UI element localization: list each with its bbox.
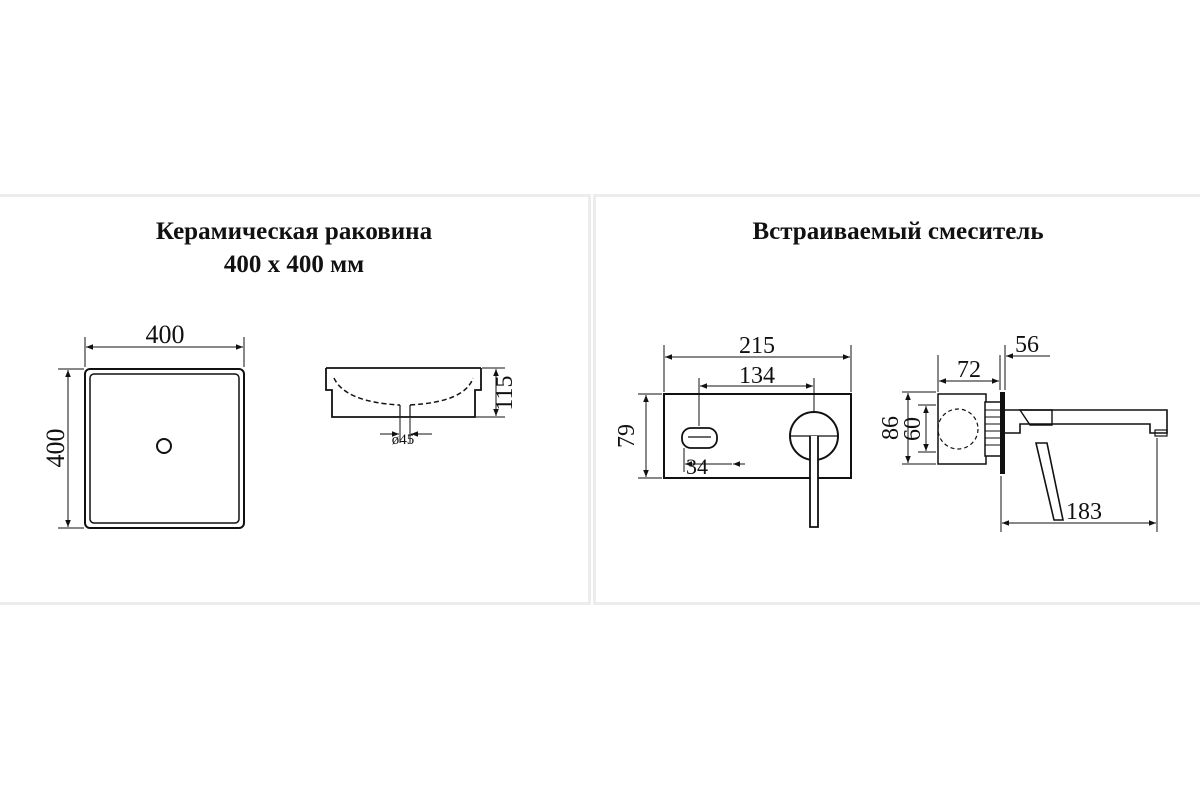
mixer-title: Встраиваемый смеситель (596, 215, 1200, 248)
sink-drawing: 400 400 115 ø45 (41, 320, 518, 529)
mixer-title-text: Встраиваемый смеситель (752, 218, 1044, 245)
sink-title-line2: 400 x 400 мм (223, 251, 365, 278)
mixer-wall-plate (663, 393, 852, 479)
sink-title: Керамическая раковина 400 x 400 мм (0, 215, 588, 281)
sink-top-outer (84, 368, 245, 529)
mixer-183-label: 183 (1066, 499, 1102, 525)
mixer-side-spout-tip (1154, 429, 1168, 437)
sink-depth-label: 400 (41, 429, 70, 468)
mixer-side-cartridge (937, 408, 979, 450)
mixer-side-flange (1000, 392, 1005, 474)
mixer-spout-outlet (681, 427, 718, 449)
sink-width-label: 400 (146, 320, 185, 349)
mixer-h-label: 79 (614, 424, 640, 448)
mixer-side-body (937, 393, 987, 465)
mixer-side-lever (1034, 442, 1064, 521)
sink-title-line1: Керамическая раковина (155, 218, 433, 245)
mixer-side-spout (1005, 409, 1168, 434)
mixer-h134-label: 134 (739, 363, 775, 389)
sink-section-outline (325, 368, 482, 418)
mixer-lever (809, 436, 819, 528)
sink-drain-label: ø45 (392, 432, 415, 448)
sink-top-inner (89, 373, 240, 524)
mixer-34-label: 34 (686, 454, 708, 479)
mixer-86-label: 86 (878, 416, 904, 440)
mixer-side-handle (1018, 409, 1053, 426)
mixer-w-label: 215 (739, 333, 775, 359)
mixer-drawing: 215 134 79 34 (614, 332, 1168, 532)
mixer-60-label: 60 (900, 417, 926, 441)
mixer-72-label: 72 (957, 357, 981, 383)
mixer-56-label: 56 (1015, 332, 1039, 358)
sink-height-label: 115 (492, 375, 518, 410)
mixer-panel: Встраиваемый смеситель 215 134 79 (596, 197, 1200, 602)
sink-drain-hole (156, 438, 172, 454)
sink-bowl-profile (333, 377, 474, 406)
sink-panel: Керамическая раковина 400 x 400 мм 400 4… (0, 197, 588, 602)
